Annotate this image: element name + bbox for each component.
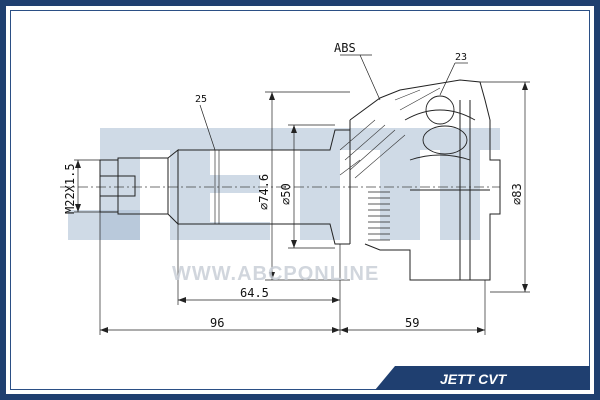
dim-96: 96: [210, 316, 224, 330]
dimension-lines: [74, 54, 530, 335]
thread-spec: M22X1.5: [63, 163, 77, 214]
dim-dia-74-6: ⌀74.6: [257, 174, 271, 210]
outer-housing: [349, 79, 501, 281]
dim-dia-83: ⌀83: [510, 183, 524, 205]
part-23-label: 23: [455, 52, 467, 63]
abs-ring-teeth: [368, 191, 390, 241]
threaded-stub: [99, 129, 350, 245]
dimension-arrows: [75, 82, 528, 333]
brand-badge: JETT CVT: [375, 366, 590, 390]
inner-frame: [10, 10, 590, 390]
abs-label: ABS: [334, 41, 356, 55]
ball-cage: [404, 95, 476, 161]
part-25-label: 25: [195, 94, 207, 105]
url-watermark: WWW.ABCPONLINE: [172, 263, 379, 285]
housing-hatch: [339, 87, 441, 179]
brand-badge-text: JETT CVT: [440, 371, 508, 387]
dim-59: 59: [405, 316, 419, 330]
dim-dia-50: ⌀50: [279, 183, 293, 205]
spline-hatch: [214, 150, 220, 224]
dim-64-5: 64.5: [240, 286, 269, 300]
